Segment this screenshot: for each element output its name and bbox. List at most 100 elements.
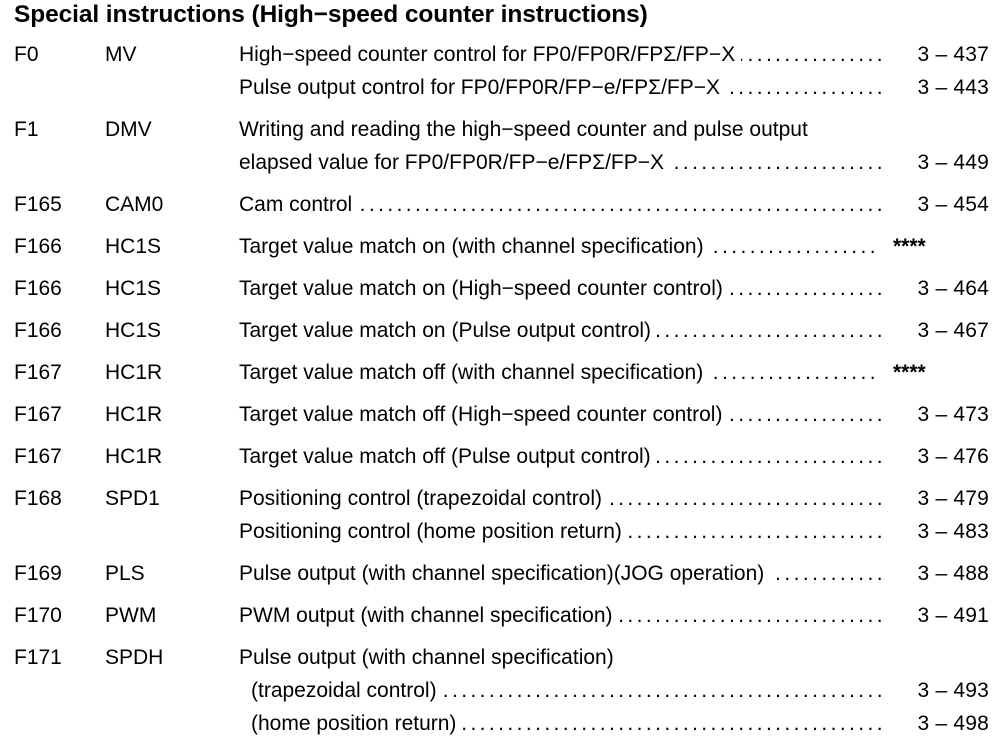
table-row-line: Positioning control (home position retur… <box>0 515 999 548</box>
dot-leader: ........................................… <box>728 403 886 426</box>
dot-leader: ........................................… <box>670 151 886 174</box>
instruction-mnemonic: DMV <box>105 118 152 141</box>
table-row[interactable]: F166 HC1S Target value match on (Pulse out… <box>0 314 999 347</box>
instruction-description: (home position return) <box>251 712 457 735</box>
page-reference[interactable]: 3 – 493 <box>917 679 989 702</box>
row-spacer <box>0 221 999 230</box>
page-ref-placeholder[interactable]: **** <box>893 235 926 258</box>
table-row-line: F168 SPD1 Positioning control (trapezoidal… <box>0 482 999 515</box>
page-reference[interactable]: 3 – 491 <box>917 604 989 627</box>
instruction-mnemonic: CAM0 <box>105 193 164 216</box>
instruction-description: Positioning control (trapezoidal control… <box>239 487 603 510</box>
page-reference[interactable]: 3 – 488 <box>917 562 989 585</box>
page-reference[interactable]: 3 – 476 <box>917 445 989 468</box>
instruction-mnemonic: HC1R <box>105 361 163 384</box>
table-row[interactable]: F170 PWM PWM output (with channel specific… <box>0 599 999 632</box>
instruction-description: Writing and reading the high−speed count… <box>239 118 808 141</box>
dot-leader: ........................................… <box>608 487 886 510</box>
instruction-mnemonic: HC1R <box>105 445 163 468</box>
page-reference[interactable]: 3 – 454 <box>917 193 989 216</box>
table-row-line: elapsed value for FP0/FP0R/FP−e/FPΣ/FP−X… <box>0 146 999 179</box>
table-row[interactable]: F1 DMV Writing and reading the high−speed … <box>0 113 999 179</box>
instruction-description: Pulse output (with channel specification… <box>239 646 614 669</box>
page-title: Special instructions (High−speed counter… <box>14 1 648 28</box>
page-reference[interactable]: 3 – 473 <box>917 403 989 426</box>
page-reference[interactable]: 3 – 467 <box>917 319 989 342</box>
page-reference[interactable]: 3 – 483 <box>917 520 989 543</box>
instruction-entry: Target value match off (High−speed count… <box>239 398 989 431</box>
instruction-description: Target value match off (with channel spe… <box>239 361 704 384</box>
row-spacer <box>0 548 999 557</box>
page-reference[interactable]: 3 – 479 <box>917 487 989 510</box>
page-ref-placeholder[interactable]: **** <box>893 361 926 384</box>
dot-leader: ........................................… <box>710 235 879 258</box>
instruction-description: Target value match off (High−speed count… <box>239 403 723 426</box>
page-reference[interactable]: 3 – 498 <box>917 712 989 735</box>
instruction-code: F166 <box>14 319 62 342</box>
instruction-mnemonic: SPD1 <box>105 487 160 510</box>
instruction-entry: Target value match on (with channel spec… <box>239 230 989 263</box>
instruction-entry: Writing and reading the high−speed count… <box>239 113 989 146</box>
instruction-entry: Target value match on (Pulse output cont… <box>239 314 989 347</box>
instruction-mnemonic: HC1S <box>105 319 162 342</box>
instruction-entry: Target value match off (with channel spe… <box>239 356 989 389</box>
page-reference[interactable]: 3 – 464 <box>917 277 989 300</box>
dot-leader: ........................................… <box>627 520 886 543</box>
dot-leader: ........................................… <box>358 193 886 216</box>
dot-leader: ........................................… <box>741 43 886 66</box>
dot-leader: ........................................… <box>618 604 886 627</box>
dot-leader: ........................................… <box>770 562 886 585</box>
instruction-code: F1 <box>14 118 39 141</box>
instruction-mnemonic: PWM <box>105 604 157 627</box>
instruction-entry: Pulse output (with channel specification… <box>239 557 989 590</box>
dot-leader: ........................................… <box>462 712 886 735</box>
table-row-line: F170 PWM PWM output (with channel specific… <box>0 599 999 632</box>
instruction-mnemonic: PLS <box>105 562 145 585</box>
dot-leader: ........................................… <box>442 679 886 702</box>
table-row-line: (trapezoidal control)...................… <box>0 674 999 707</box>
instruction-description: Pulse output control for FP0/FP0R/FP−e/F… <box>239 76 721 99</box>
instruction-code: F0 <box>14 43 39 66</box>
instruction-description: Target value match on (with channel spec… <box>239 235 704 258</box>
row-spacer <box>0 305 999 314</box>
dot-leader: ........................................… <box>657 319 886 342</box>
instruction-code: F168 <box>14 487 62 510</box>
row-spacer <box>0 263 999 272</box>
instruction-description: Target value match off (Pulse output con… <box>239 445 651 468</box>
instruction-code: F170 <box>14 604 62 627</box>
instruction-entry: Positioning control (trapezoidal control… <box>239 482 989 515</box>
table-row[interactable]: F168 SPD1 Positioning control (trapezoidal… <box>0 482 999 548</box>
instruction-entry: Target value match on (High−speed counte… <box>239 272 989 305</box>
instruction-mnemonic: HC1R <box>105 403 163 426</box>
instruction-code: F166 <box>14 277 62 300</box>
page-reference[interactable]: 3 – 449 <box>917 151 989 174</box>
dot-leader: ........................................… <box>726 76 886 99</box>
instruction-description: elapsed value for FP0/FP0R/FP−e/FPΣ/FP−X <box>239 151 665 174</box>
table-row-line: Pulse output control for FP0/FP0R/FP−e/F… <box>0 71 999 104</box>
instruction-description: High−speed counter control for FP0/FP0R/… <box>239 43 736 66</box>
instruction-code: F171 <box>14 646 62 669</box>
page-reference[interactable]: 3 – 437 <box>917 43 989 66</box>
instruction-description: Target value match on (High−speed counte… <box>239 277 723 300</box>
instruction-description: (trapezoidal control) <box>251 679 437 702</box>
page-reference[interactable]: 3 – 443 <box>917 76 989 99</box>
instruction-entry: High−speed counter control for FP0/FP0R/… <box>239 38 989 71</box>
instruction-entry: PWM output (with channel specification).… <box>239 599 989 632</box>
